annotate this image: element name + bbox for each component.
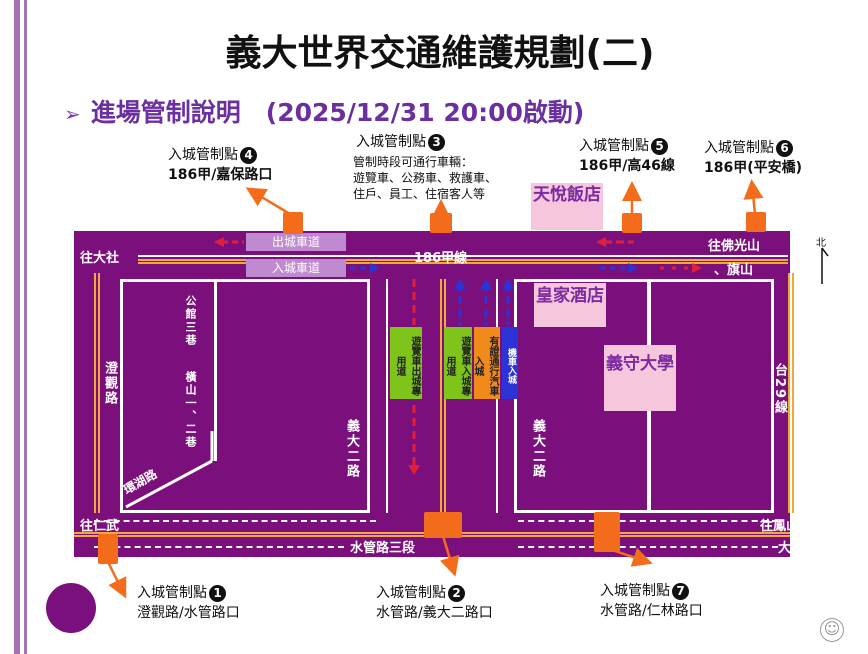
smiley-icon: ☺ bbox=[820, 618, 844, 642]
checkpoint-label: 入城管制點 bbox=[600, 583, 670, 599]
road-center-line bbox=[792, 273, 794, 513]
checkpoint-location: 186甲/高46線 bbox=[579, 158, 675, 174]
label-tai29: 台29線 bbox=[772, 363, 787, 416]
checkpoint-6-marker bbox=[746, 212, 766, 232]
label-to-daliao: 大寮 bbox=[778, 541, 805, 556]
road-center-line bbox=[138, 259, 788, 261]
lane-dash bbox=[94, 546, 344, 548]
checkpoint-label: 入城管制點 bbox=[579, 138, 649, 154]
checkpoint-number: 1 bbox=[209, 584, 226, 602]
checkpoint-label: 入城管制點 bbox=[704, 140, 774, 156]
entry-lane-label: 入城車道 bbox=[246, 259, 346, 277]
label-yida2-right: 義大二路 bbox=[530, 419, 545, 479]
label-to-renwu: 往仁武 bbox=[80, 519, 120, 534]
checkpoint-5-marker bbox=[622, 213, 642, 233]
checkpoint-number: 6 bbox=[776, 139, 793, 157]
note-line: 管制時段可通行車輛： bbox=[353, 155, 474, 169]
lane-dash bbox=[518, 520, 778, 522]
label-hengshan-lane: 橫山一、二巷 bbox=[184, 371, 197, 449]
building-huangjia: 皇家酒店 bbox=[534, 283, 606, 327]
lane-arrows-left bbox=[214, 237, 380, 273]
label-shuiguan-road: 水管路三段 bbox=[350, 541, 416, 556]
left-block bbox=[120, 279, 370, 513]
subtitle: ➢ 進場管制說明 (2025/12/31 20:00啟動) bbox=[64, 93, 584, 129]
checkpoint-4-marker bbox=[283, 212, 303, 234]
checkpoint-label: 入城管制點 bbox=[137, 585, 207, 601]
decorative-circle bbox=[46, 583, 96, 633]
checkpoint-number: 3 bbox=[428, 133, 445, 151]
note-line: 遊覽車、公務車、救護車、 bbox=[353, 171, 498, 185]
checkpoint-3-marker bbox=[430, 213, 452, 233]
checkpoint-2-marker bbox=[424, 512, 462, 538]
lane-motorcycle-entry: 機車入城 bbox=[502, 327, 518, 399]
note-line: 住戶、員工、住宿客人等 bbox=[353, 187, 486, 201]
traffic-map: 遊覽車出城專用道 遊覽車入城專用道 有證通行汽車入城 機車入城 出城車道 入城車… bbox=[74, 231, 804, 557]
checkpoint-location: 186甲/嘉保路口 bbox=[168, 167, 273, 183]
label-to-foguangshan: 往佛光山 bbox=[708, 239, 761, 254]
road-center-line bbox=[440, 279, 442, 513]
left-accent-bar-thin bbox=[24, 0, 27, 654]
bullet-arrow-icon: ➢ bbox=[64, 102, 81, 126]
label-road-186: 186甲線 bbox=[414, 251, 468, 266]
checkpoint-location: 水管路/義大二路口 bbox=[376, 605, 493, 621]
road-line bbox=[214, 279, 217, 461]
page-title: 義大世界交通維護規劃(二) bbox=[225, 33, 655, 74]
checkpoint-number: 4 bbox=[240, 146, 257, 164]
checkpoint-label: 入城管制點 bbox=[376, 585, 446, 601]
road-center-line bbox=[98, 273, 100, 513]
subtitle-text: 進場管制說明 (2025/12/31 20:00啟動) bbox=[90, 98, 585, 127]
label-to-fengshan: 往鳳山 bbox=[760, 519, 800, 534]
lane-tour-bus-exit: 遊覽車出城專用道 bbox=[390, 327, 422, 399]
checkpoint-3-note: 管制時段可通行車輛： 遊覽車、公務車、救護車、 住戶、員工、住宿客人等 bbox=[353, 154, 497, 202]
exit-lane-label: 出城車道 bbox=[246, 233, 346, 251]
checkpoint-location: 澄觀路/水管路口 bbox=[137, 605, 240, 621]
left-accent-bar bbox=[14, 0, 20, 654]
road-center-line bbox=[788, 273, 790, 513]
label-to-qishan: 、旗山 bbox=[714, 263, 754, 278]
huanhu-road-line bbox=[125, 431, 214, 509]
lane-dash bbox=[94, 520, 376, 522]
checkpoint-number: 5 bbox=[651, 137, 668, 155]
checkpoint-number: 2 bbox=[448, 584, 465, 602]
lane-tour-bus-entry: 遊覽車入城專用道 bbox=[444, 327, 472, 399]
lane-arrows-right bbox=[596, 237, 702, 273]
checkpoint-7-marker bbox=[594, 512, 620, 552]
road-center-line bbox=[138, 262, 788, 264]
road-line bbox=[138, 255, 788, 257]
checkpoint-label: 入城管制點 bbox=[356, 134, 426, 150]
building-yishou: 義守大學 bbox=[604, 345, 676, 411]
lane-permit-car-entry: 有證通行汽車入城 bbox=[472, 327, 500, 399]
lane-dash bbox=[518, 546, 778, 548]
north-arrow-icon bbox=[821, 247, 829, 284]
road-center-line bbox=[94, 273, 96, 513]
corridor-arrows bbox=[408, 279, 514, 475]
building-tianyue: 天悅飯店 bbox=[531, 183, 603, 230]
north-label: 北 bbox=[816, 238, 826, 249]
road-line bbox=[386, 279, 388, 513]
label-yida2-left: 義大二路 bbox=[344, 419, 359, 479]
checkpoint-location: 186甲(平安橋) bbox=[704, 160, 803, 176]
checkpoint-location: 水管路/仁林路口 bbox=[600, 603, 703, 619]
label-to-dashe: 往大社 bbox=[80, 251, 120, 266]
checkpoint-label: 入城管制點 bbox=[168, 147, 238, 163]
checkpoint-1-marker bbox=[98, 534, 118, 564]
label-chengguan-road: 澄觀路 bbox=[102, 361, 117, 406]
checkpoint-number: 7 bbox=[672, 582, 689, 600]
label-gongguan-lane: 公館三巷 bbox=[184, 295, 197, 347]
